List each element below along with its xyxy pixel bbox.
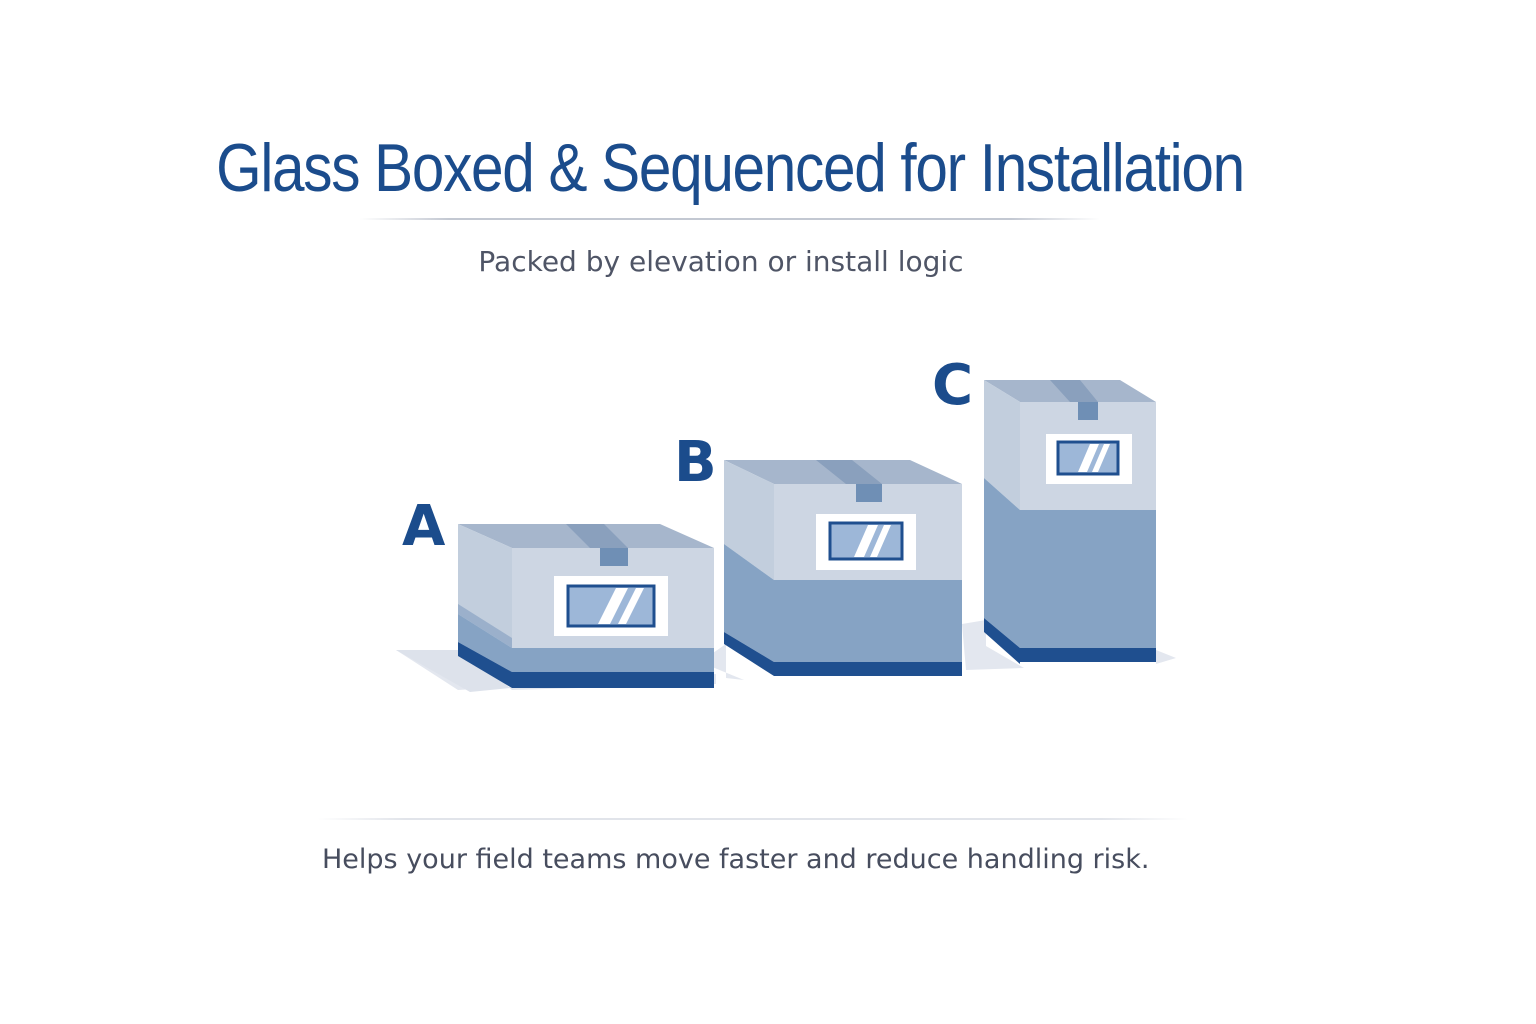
page-subtitle: Packed by elevation or install logic [478,245,964,278]
footer-caption: Helps your field teams move faster and r… [322,844,1150,875]
title-divider [360,218,1100,220]
glass-pane-icon [1078,444,1110,472]
box-b [724,460,962,676]
page-title: Glass Boxed & Sequenced for Installation [216,130,1245,206]
box-a [458,524,714,688]
footer-divider [318,818,1188,820]
glass-pane-icon [598,588,644,624]
box-letter-a: A [402,494,446,559]
box-c [984,380,1156,664]
box-letter-c: C [932,353,973,418]
box-letter-b: B [674,430,717,495]
glass-pane-icon [854,525,891,557]
